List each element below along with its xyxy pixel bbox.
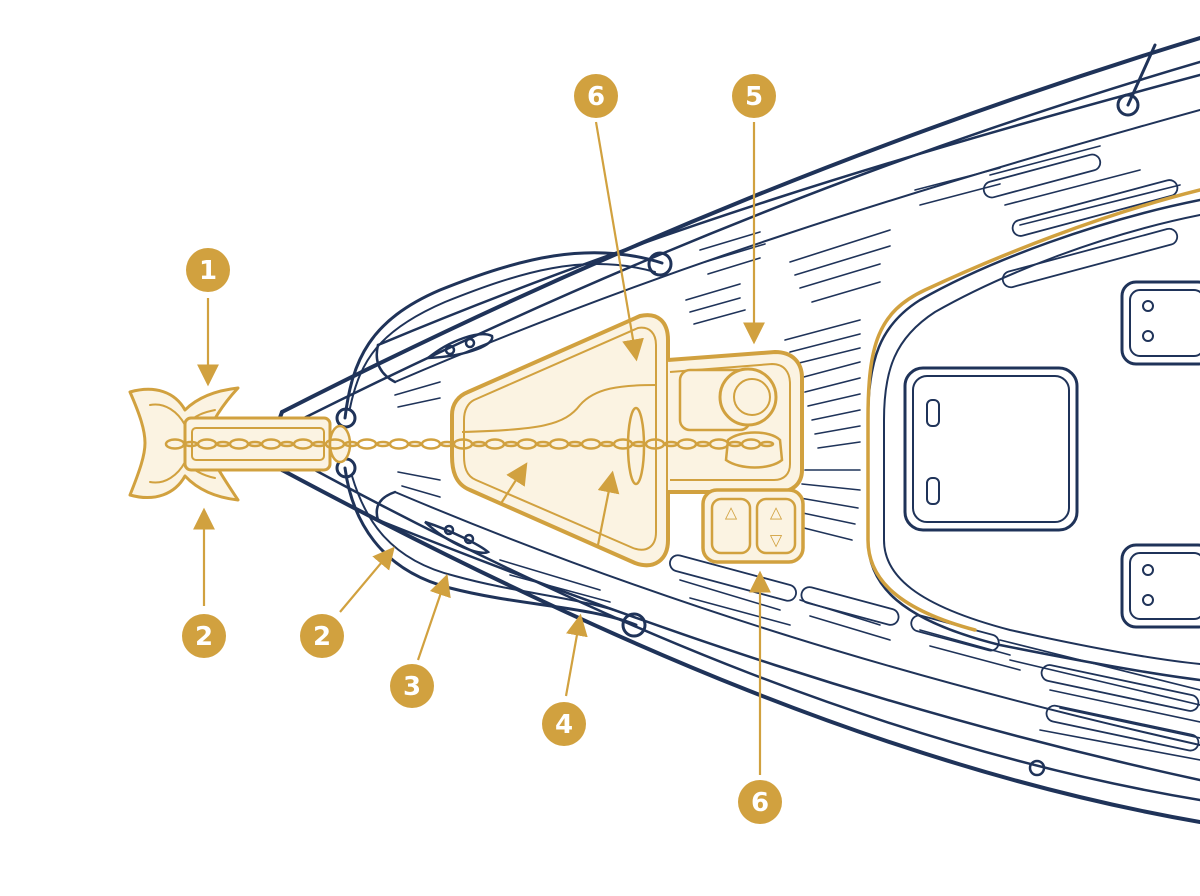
windlass-control-panel: △ △ ▽ <box>701 488 805 564</box>
deck-vent-bottom <box>1120 543 1200 629</box>
leader-4 <box>564 613 588 697</box>
callout-6a-badge <box>574 74 618 118</box>
pulpit-base-top-left <box>335 407 357 429</box>
cabin-gold-trim <box>866 188 1200 632</box>
control-down-symbol: ▽ <box>770 531 783 550</box>
callout-5: 5 <box>732 74 776 118</box>
callout-5-badge <box>732 74 776 118</box>
anchor-roller <box>328 424 352 464</box>
windlass-drum <box>718 367 778 427</box>
control-up-button[interactable] <box>710 497 752 555</box>
forward-hatch <box>903 366 1079 532</box>
control-up-symbol-2: △ <box>770 503 783 522</box>
deck-vent-top <box>1120 280 1200 366</box>
anchor-shank-inner <box>191 427 325 461</box>
cabin-inner <box>883 214 1200 665</box>
callout-2a: 2 <box>182 614 226 658</box>
leader-6a <box>594 121 644 362</box>
callout-1-number: 1 <box>199 256 217 286</box>
callout-6a-number: 6 <box>587 82 605 112</box>
anchor-chain <box>164 438 775 450</box>
windlass-drum-inner <box>733 378 771 416</box>
callout-3: 3 <box>390 664 434 708</box>
cleat-top <box>424 333 494 360</box>
anchor-locker-lid-inner <box>463 326 657 551</box>
leader-locker-a <box>499 462 528 506</box>
callout-6b-badge <box>738 780 782 824</box>
callouts: 1 2 2 3 4 5 6 6 <box>182 74 782 824</box>
pulpit-rail-bottom-inner <box>351 475 629 616</box>
deck-inner-top <box>394 109 1200 383</box>
chain-link <box>388 438 410 450</box>
callout-1: 1 <box>186 248 230 292</box>
windlass-base-inner <box>669 362 791 481</box>
stanchion-base-top <box>1116 93 1140 117</box>
hull-outer-sheer-top <box>280 36 1200 414</box>
chain-link <box>375 440 391 448</box>
pulpit-rail-top <box>343 251 664 420</box>
control-down-button[interactable] <box>755 497 797 555</box>
callout-2a-badge <box>182 614 226 658</box>
leader-2b <box>339 546 395 613</box>
callout-1-badge <box>186 248 230 292</box>
anchor <box>128 386 352 502</box>
deck-plank-boxes <box>669 153 1200 752</box>
callout-4-badge <box>542 702 586 746</box>
bow-curve-top <box>375 343 397 384</box>
chain-link <box>759 440 775 448</box>
callout-6a: 6 <box>574 74 618 118</box>
callout-2b-badge <box>300 614 344 658</box>
chain-link <box>407 440 423 448</box>
callout-4: 4 <box>542 702 586 746</box>
callout-2b-number: 2 <box>313 622 331 652</box>
windlass-gypsy <box>724 431 784 469</box>
callout-5-number: 5 <box>745 82 763 112</box>
deck-edge-bottom <box>298 460 1200 802</box>
callout-2a-number: 2 <box>195 622 213 652</box>
pulpit-rail-top-inner <box>349 262 656 409</box>
control-up-symbol: △ <box>725 503 738 522</box>
pulpit-base-bottom-right <box>621 612 647 638</box>
chain-link <box>356 438 378 450</box>
deck-planking <box>394 145 1200 761</box>
callout-3-number: 3 <box>403 672 421 702</box>
callout-4-number: 4 <box>555 710 573 740</box>
chain-link <box>420 438 442 450</box>
callout-leaders <box>193 121 771 775</box>
cleat-bottom <box>424 520 491 555</box>
toerail-top <box>376 73 1200 347</box>
toerail-bottom <box>376 518 1200 782</box>
hull-outer-sheer-bottom <box>280 468 1200 824</box>
callout-3-badge <box>390 664 434 708</box>
deck-inner-bottom <box>394 491 1200 746</box>
leader-3 <box>416 573 451 661</box>
anchor-locker-hinge-curve <box>461 384 657 433</box>
bow-curve-bottom <box>375 490 397 522</box>
cleats <box>424 333 494 555</box>
callout-2b: 2 <box>300 614 344 658</box>
pulpit-base-top-right <box>647 251 673 277</box>
cabin <box>866 198 1200 682</box>
leader-locker-b <box>596 470 620 546</box>
callout-6b: 6 <box>738 780 782 824</box>
callout-6b-number: 6 <box>751 788 769 818</box>
stanchion-base-bottom <box>1028 759 1046 777</box>
